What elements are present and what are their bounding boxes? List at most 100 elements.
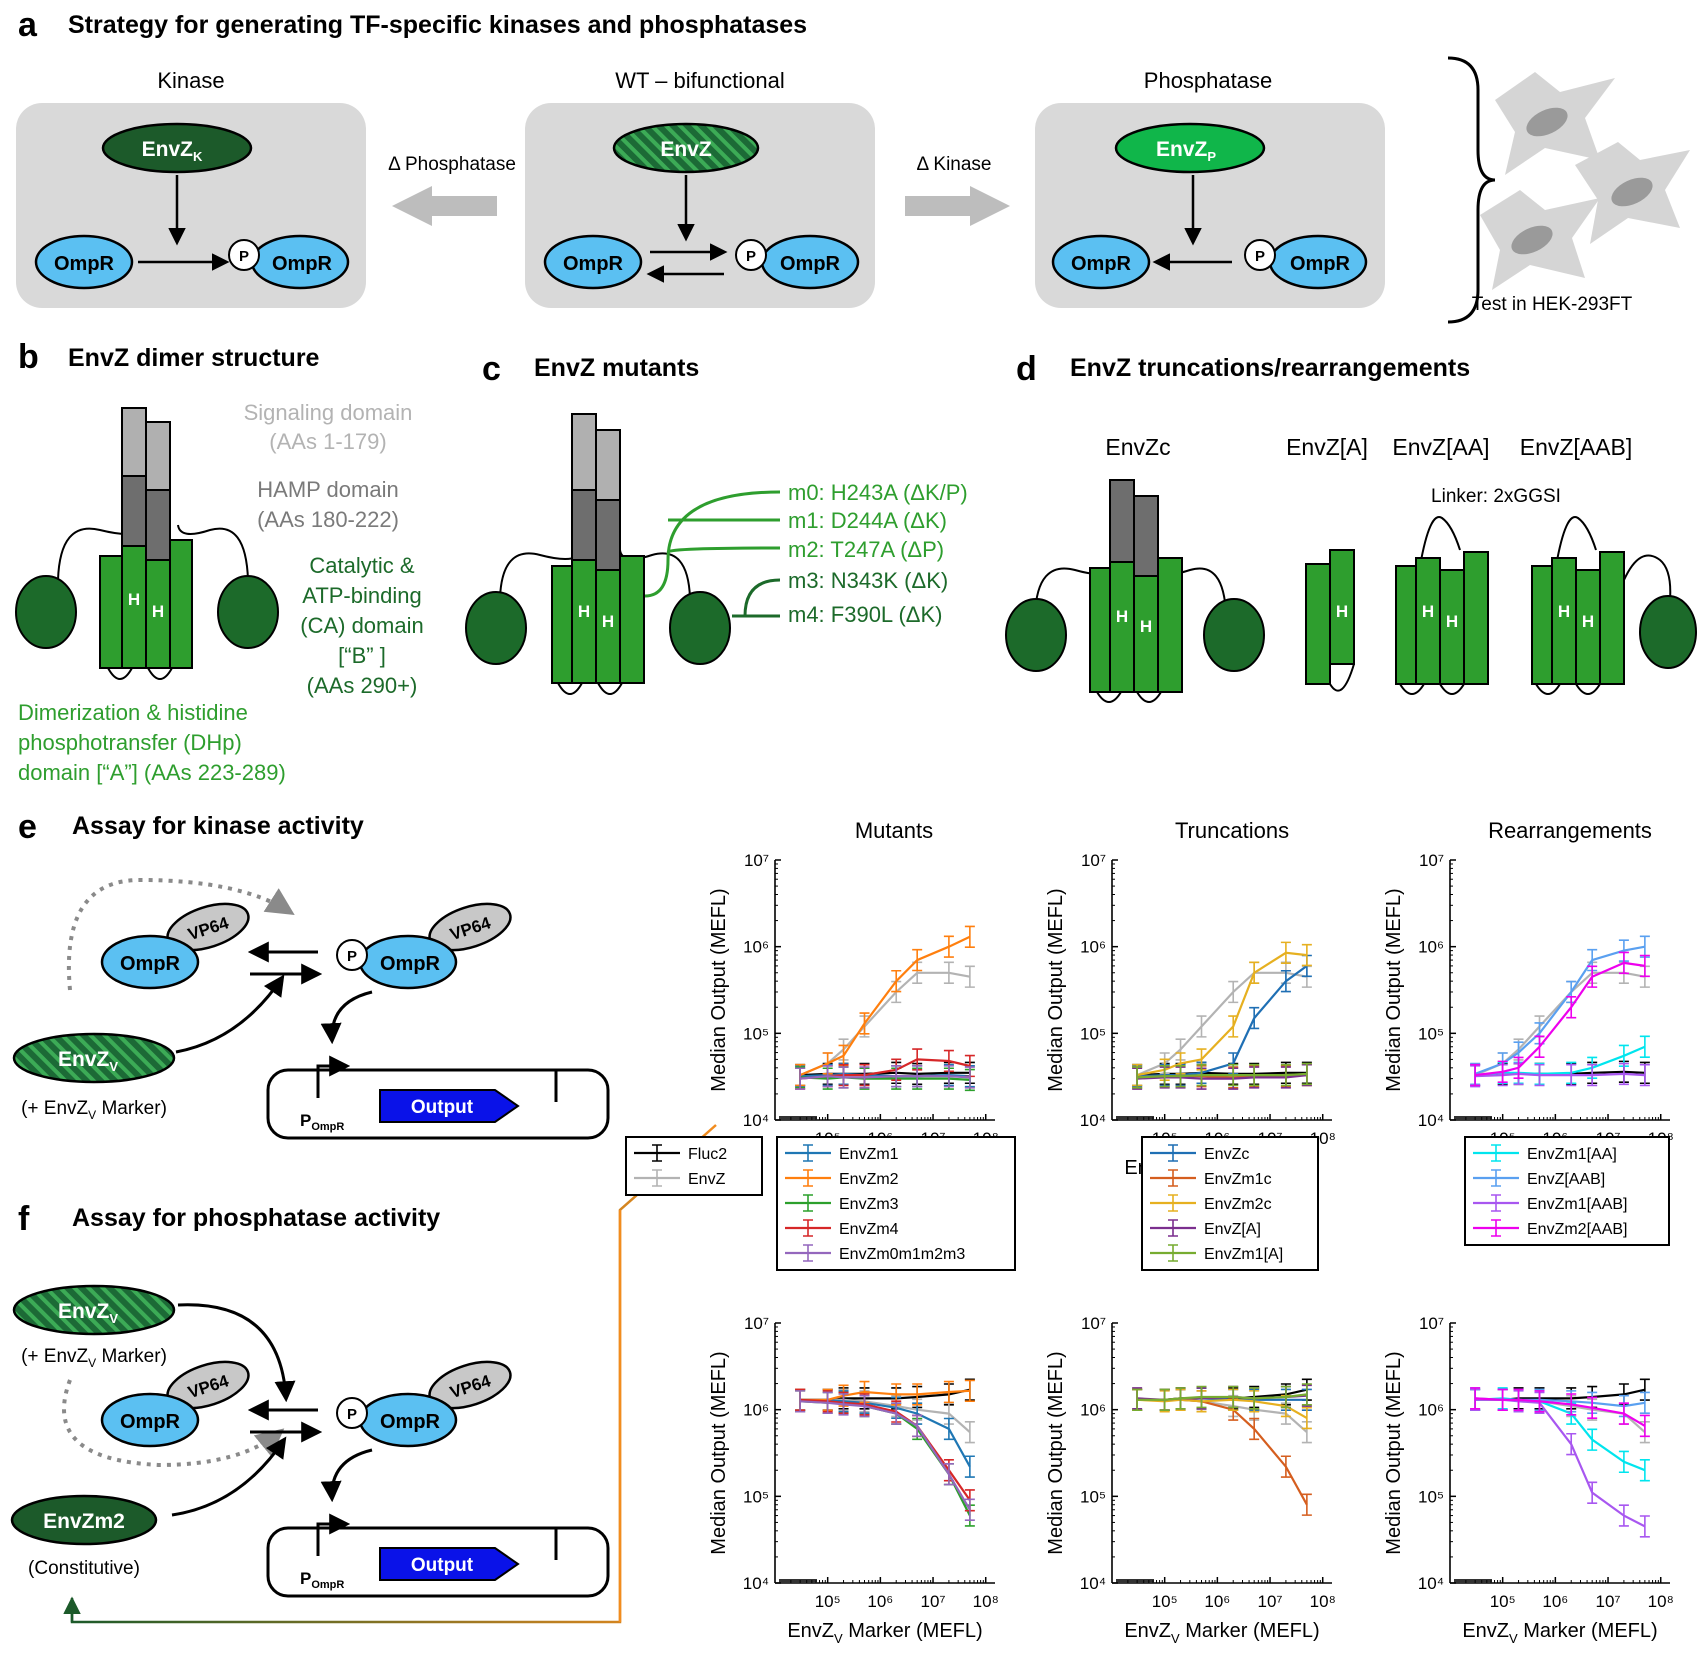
panel-e-title: Assay for kinase activity [72,812,364,840]
phosphatase-box-title: Phosphatase [1144,68,1272,93]
y-axis-label: Median Output (MEFL) [708,888,730,1091]
envzv-label: EnvZV [58,1300,118,1326]
series-line [1474,971,1646,1077]
panel-c: c EnvZ mutants H H m0: H243A (ΔK/P) [465,350,968,695]
svg-text:H: H [1582,612,1594,631]
series-envzm1c [1132,1388,1312,1516]
svg-text:H: H [152,602,164,621]
data-point [912,1065,923,1088]
data-point [1618,1450,1629,1474]
legend-item: EnvZm2[AAB] [1473,1219,1627,1238]
y-tick-label: 10⁷ [1419,1314,1444,1333]
mutant-m4: m4: F390L (ΔK) [788,602,942,627]
data-point [1249,1417,1260,1441]
panel-f: f Assay for phosphatase activity EnvZV (… [10,1124,717,1624]
series-envzm2-aab- [1470,1387,1650,1438]
y-tick-label: 10⁷ [1419,851,1444,870]
envz-mutant-diagram: H H [465,413,781,695]
envz-a-diagram: H [1305,549,1355,692]
svg-text:H: H [1140,617,1152,636]
envz-aab-diagram: H H [1531,516,1697,695]
data-point [1639,1391,1650,1414]
legend-item: EnvZm3 [785,1194,899,1213]
brace [1447,56,1496,324]
series-envzm2-aab- [1470,951,1650,1087]
ompr-ellipse [100,934,200,990]
data-point [964,1066,975,1089]
y-tick-label: 10⁵ [1080,1024,1106,1043]
label-envz-aab: EnvZ[AAB] [1520,434,1632,460]
data-point [964,925,975,948]
output-gene [379,1547,520,1581]
data-point [1587,1481,1598,1504]
envzm2-label: EnvZm2 [43,1510,125,1533]
legend-label: EnvZm0m1m2m3 [839,1246,965,1263]
marker-note: (+ EnvZV Marker) [21,1346,167,1370]
mutant-m1: m1: D244A (ΔK) [788,508,947,533]
y-tick-label: 10⁴ [1080,1111,1106,1130]
legend-item: EnvZm4 [785,1219,899,1238]
legend-item: EnvZm1c [1150,1169,1272,1188]
mutant-m0: m0: H243A (ΔK/P) [788,480,968,505]
axis-bar [1454,1116,1492,1120]
phospho-circle [336,1397,368,1429]
legend-label: EnvZm1[A] [1204,1246,1283,1263]
y-tick-label: 10⁴ [1418,1574,1444,1593]
envzm2-ellipse [10,1494,158,1546]
data-point [1228,1015,1239,1038]
test-label: Test in HEK-293FT [1472,294,1633,315]
legend-label: EnvZm3 [839,1196,899,1213]
series-line [800,1076,970,1081]
column-title-truncations: Truncations [1175,818,1289,843]
y-axis-label: Median Output (MEFL) [1383,888,1405,1091]
envz-wt-ellipse [612,122,760,174]
series-envzm1-a- [1132,1383,1312,1411]
hamp-label-2: (AAs 180-222) [257,507,399,532]
y-tick-label: 10⁶ [1418,1401,1444,1420]
data-point [891,1402,902,1425]
data-point [1175,1387,1186,1410]
data-point [1566,1393,1577,1416]
data-point [1639,1035,1650,1058]
data-point [1249,1063,1260,1087]
output-gene [379,1089,520,1123]
series-line [1137,1398,1308,1420]
data-point [1618,1062,1629,1086]
ompr-label: OmpR [563,253,624,275]
series-envz [795,961,975,1087]
envzc-diagram: H H [1005,479,1265,703]
y-tick-label: 10⁶ [743,1401,769,1420]
y-tick-label: 10⁶ [1418,938,1444,957]
data-point [1249,1006,1260,1030]
y-tick-label: 10⁶ [743,938,769,957]
data-point [1249,1387,1260,1410]
mutant-m2: m2: T247A (ΔP) [788,537,944,562]
promoter-arrow [316,1055,351,1098]
legend-label: EnvZm2c [1204,1196,1272,1213]
panel-c-title: EnvZ mutants [534,354,699,382]
data-point [1566,1432,1577,1456]
legend-label: Fluc2 [688,1146,727,1163]
kinase-box-title: Kinase [157,68,224,93]
series-line [1475,1397,1646,1472]
data-point [943,1065,954,1088]
legend-label: EnvZm4 [839,1221,899,1238]
label-envz-a: EnvZ[A] [1286,434,1368,460]
envzv-ellipse [12,1032,176,1084]
x-axis-label: EnvZV Marker (MEFL) [787,1620,982,1646]
legend-item: EnvZm0m1m2m3 [785,1244,965,1263]
envz-p-label: EnvZP [1156,138,1216,164]
dhp-label-2: phosphotransfer (DHp) [18,730,242,755]
y-tick-label: 10⁴ [1418,1111,1444,1130]
panel-a-title: Strategy for generating TF-specific kina… [68,11,807,39]
legend-item: EnvZc [1150,1144,1249,1163]
series-line [1137,1074,1308,1080]
svg-text:H: H [1446,612,1458,631]
legend-item: EnvZm1[AA] [1473,1144,1617,1163]
svg-text:H: H [578,602,590,621]
legend-label: EnvZ[A] [1204,1221,1261,1238]
